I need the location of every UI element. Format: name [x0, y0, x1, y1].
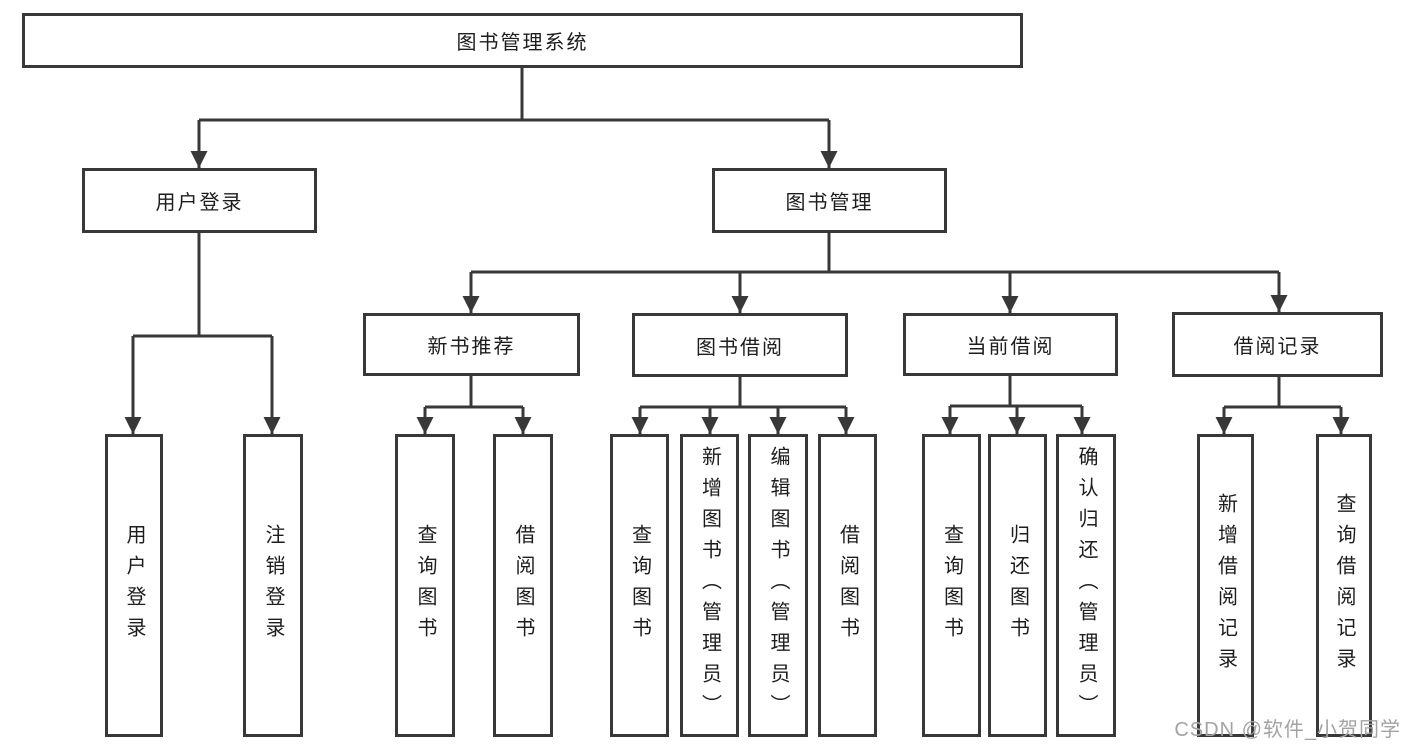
leaf-add-books-admin: 新增图书（管理员） — [680, 434, 739, 737]
node-book-borrowing: 图书借阅 — [632, 313, 848, 377]
leaf-query-books-current: 查询图书 — [922, 434, 981, 737]
node-new-book-recommendation: 新书推荐 — [363, 313, 580, 376]
leaf-return-books: 归还图书 — [988, 434, 1047, 737]
leaf-query-books-recommend: 查询图书 — [395, 434, 455, 737]
watermark: CSDN @软件_小贺同学 — [1174, 719, 1401, 741]
leaf-add-borrow-record: 新增借阅记录 — [1197, 434, 1254, 737]
node-borrowing-records: 借阅记录 — [1172, 312, 1383, 377]
leaf-edit-books-admin: 编辑图书（管理员） — [748, 434, 808, 737]
leaf-user-login: 用户登录 — [105, 434, 163, 737]
node-library-management-system: 图书管理系统 — [22, 13, 1023, 68]
leaf-logout: 注销登录 — [243, 434, 303, 737]
leaf-confirm-return-admin: 确认归还（管理员） — [1056, 434, 1116, 737]
leaf-borrow-books-borrowing: 借阅图书 — [818, 434, 877, 737]
leaf-query-books-borrowing: 查询图书 — [610, 434, 669, 737]
node-current-borrowing: 当前借阅 — [903, 313, 1118, 376]
leaf-query-borrow-record: 查询借阅记录 — [1316, 434, 1372, 737]
node-user-login: 用户登录 — [82, 168, 317, 233]
leaf-borrow-books-recommend: 借阅图书 — [493, 434, 553, 737]
node-book-management: 图书管理 — [712, 168, 947, 233]
